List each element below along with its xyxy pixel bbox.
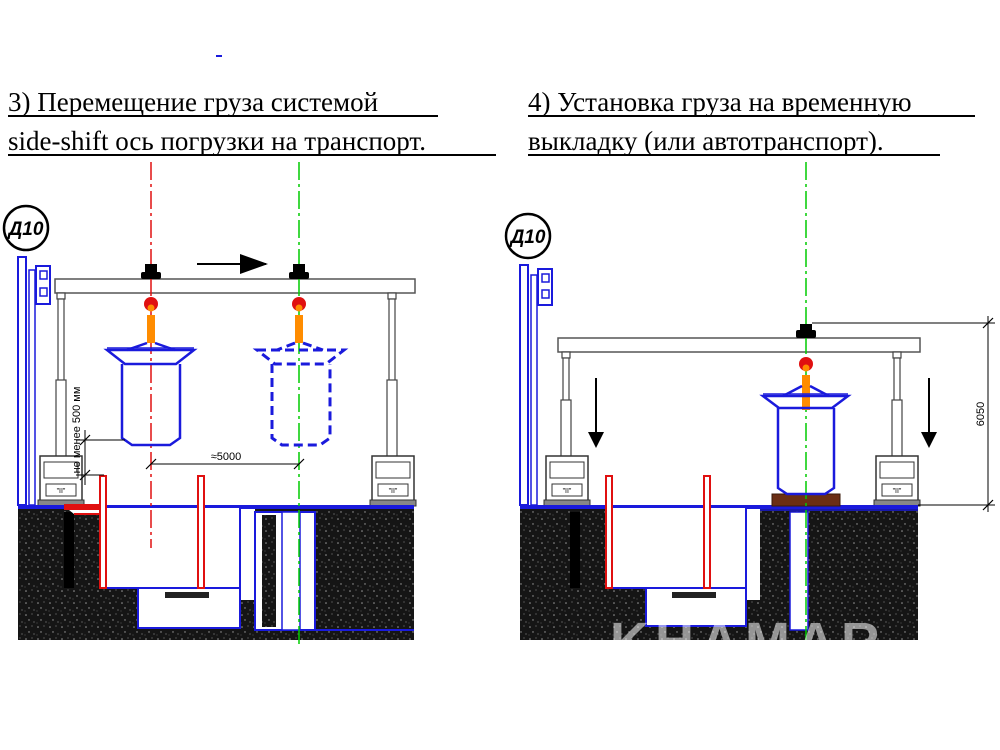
gantry-base-left-1: "II" xyxy=(37,455,85,507)
red-guides-left xyxy=(64,475,205,589)
caption-right-line2: выкладку (или автотранспорт). xyxy=(528,126,884,156)
hook-left-2 xyxy=(292,297,306,343)
gantry-beam-left xyxy=(54,278,416,294)
container-dashed xyxy=(252,341,349,447)
svg-text:не менее 500 мм: не менее 500 мм xyxy=(71,387,83,474)
gantry-leg-left-1 xyxy=(55,292,67,461)
svg-text:Д10: Д10 xyxy=(509,227,546,248)
svg-text:"II": "II" xyxy=(389,488,398,495)
tag-d10-right: Д10 xyxy=(504,212,552,260)
trolley-left-2 xyxy=(289,264,309,279)
caption-right: 4) Установка груза на временную выкладку… xyxy=(528,87,975,156)
trolley-right xyxy=(796,324,816,338)
panel-right: Д10 "II" xyxy=(504,162,995,672)
caption-left-line2: side-shift ось погрузки на транспорт. xyxy=(8,126,426,156)
gantry-leg-right-2 xyxy=(891,351,903,459)
svg-text:Д10: Д10 xyxy=(7,219,44,240)
watermark: KHAMAR xyxy=(610,612,886,672)
svg-text:6050: 6050 xyxy=(975,402,987,426)
svg-text:"II": "II" xyxy=(893,488,902,495)
dim-shift: ≈5000 xyxy=(145,451,305,470)
ground-right xyxy=(520,505,918,640)
panel-left: Д10 "II" xyxy=(2,162,417,645)
container-lowered xyxy=(759,384,852,496)
container-solid xyxy=(103,341,198,447)
gantry-leg-right-1 xyxy=(560,351,572,459)
dim-height: 6050 xyxy=(812,316,995,512)
gantry-base-right-2: "II" xyxy=(873,455,921,507)
svg-text:"II": "II" xyxy=(57,488,66,495)
gantry-base-left-2: "II" xyxy=(369,455,417,507)
trolley-left-1 xyxy=(141,264,161,279)
gantry-beam-right xyxy=(557,337,921,353)
hook-right xyxy=(799,357,813,410)
gantry-base-right-1: "II" xyxy=(543,455,591,507)
svg-text:≈5000: ≈5000 xyxy=(211,451,242,463)
dim-clearance: не менее 500 мм xyxy=(71,387,125,485)
ground-left xyxy=(18,505,414,640)
caption-left: 3) Перемещение груза системой side-shift… xyxy=(8,87,496,156)
red-guides-right xyxy=(605,475,711,589)
svg-text:"II": "II" xyxy=(563,488,572,495)
gantry-leg-left-2 xyxy=(386,292,398,461)
tag-d10-left: Д10 xyxy=(2,204,50,252)
caption-right-line1: 4) Установка груза на временную xyxy=(528,87,912,117)
hook-left-1 xyxy=(144,297,158,343)
caption-left-line1: 3) Перемещение груза системой xyxy=(8,87,378,117)
